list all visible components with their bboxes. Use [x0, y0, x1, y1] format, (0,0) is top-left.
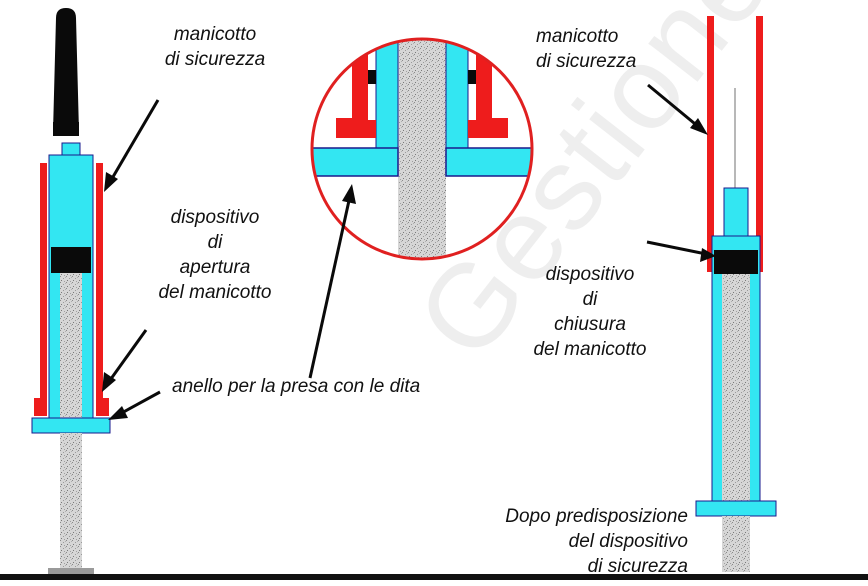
label-after-line2: del dispositivo: [568, 531, 688, 552]
left-stopper: [51, 247, 91, 273]
arrow-right-sleeve: [647, 83, 701, 130]
arrows: [102, 83, 716, 420]
label-right-sleeve: manicotto di sicurezza: [536, 24, 636, 74]
label-opening-line4: del manicotto: [158, 282, 272, 303]
detail-flange-left: [312, 147, 399, 177]
left-plunger-head: [48, 568, 94, 574]
left-sleeve-wall-left: [40, 163, 47, 413]
label-left-sleeve: manicotto di sicurezza: [150, 22, 280, 72]
arrow-finger-ring-left: [117, 390, 161, 417]
ground-line: [0, 574, 868, 580]
left-syringe: [31, 8, 111, 574]
label-right-sleeve-line1: manicotto: [536, 26, 619, 47]
label-closing-line2: di: [582, 289, 598, 310]
label-after-setup: Dopo predisposizione del dispositivo di …: [438, 504, 688, 579]
left-plunger-inner: [60, 273, 82, 423]
label-finger-ring: anello per la presa con le dita: [172, 376, 421, 397]
detail-circle: [310, 37, 534, 261]
left-flange: [31, 417, 111, 434]
label-opening-line2: di: [207, 232, 223, 253]
left-plunger-rod: [60, 433, 82, 571]
right-plunger-inner: [722, 274, 750, 510]
label-closing-line4: del manicotto: [533, 339, 647, 360]
arrow-left-sleeve: [108, 99, 160, 183]
label-left-sleeve-line1: manicotto: [173, 24, 257, 45]
right-syringe: [695, 16, 777, 572]
needle-cap: [53, 8, 79, 132]
arrow-finger-ring-center: [308, 195, 352, 379]
detail-flange-right: [445, 147, 532, 177]
cap-base: [53, 122, 79, 136]
right-flange: [695, 500, 777, 517]
left-sleeve-foot-left: [34, 398, 47, 416]
detail-plunger: [398, 39, 446, 259]
label-opening-line3: apertura: [179, 257, 251, 278]
detail-sleeve-right: [468, 39, 508, 138]
right-needle: [734, 88, 736, 188]
right-sleeve-wall-left: [707, 16, 714, 272]
left-sleeve-foot-right: [96, 398, 109, 416]
label-after-line1: Dopo predisposizione: [505, 506, 688, 527]
right-closing-device: [714, 250, 758, 274]
label-after-line3: di sicurezza: [587, 556, 688, 577]
right-barrel-top: [723, 187, 749, 239]
arrow-closing-device: [646, 240, 707, 256]
label-left-sleeve-line2: di sicurezza: [164, 49, 266, 70]
label-opening-line1: dispositivo: [170, 207, 260, 228]
left-sleeve-wall-right: [96, 163, 103, 413]
label-closing-line1: dispositivo: [545, 264, 635, 285]
detail-circle-outline: [310, 37, 534, 261]
label-opening-device: dispositivo di apertura del manicotto: [140, 205, 290, 305]
detail-sleeve-left: [336, 39, 376, 138]
label-right-sleeve-line2: di sicurezza: [536, 51, 637, 72]
right-sleeve-wall-right: [756, 16, 763, 272]
right-plunger-rod: [722, 516, 750, 572]
label-closing-line3: chiusura: [554, 314, 626, 335]
arrow-opening-device: [106, 329, 148, 384]
label-closing-device: dispositivo di chiusura del manicotto: [520, 262, 660, 362]
